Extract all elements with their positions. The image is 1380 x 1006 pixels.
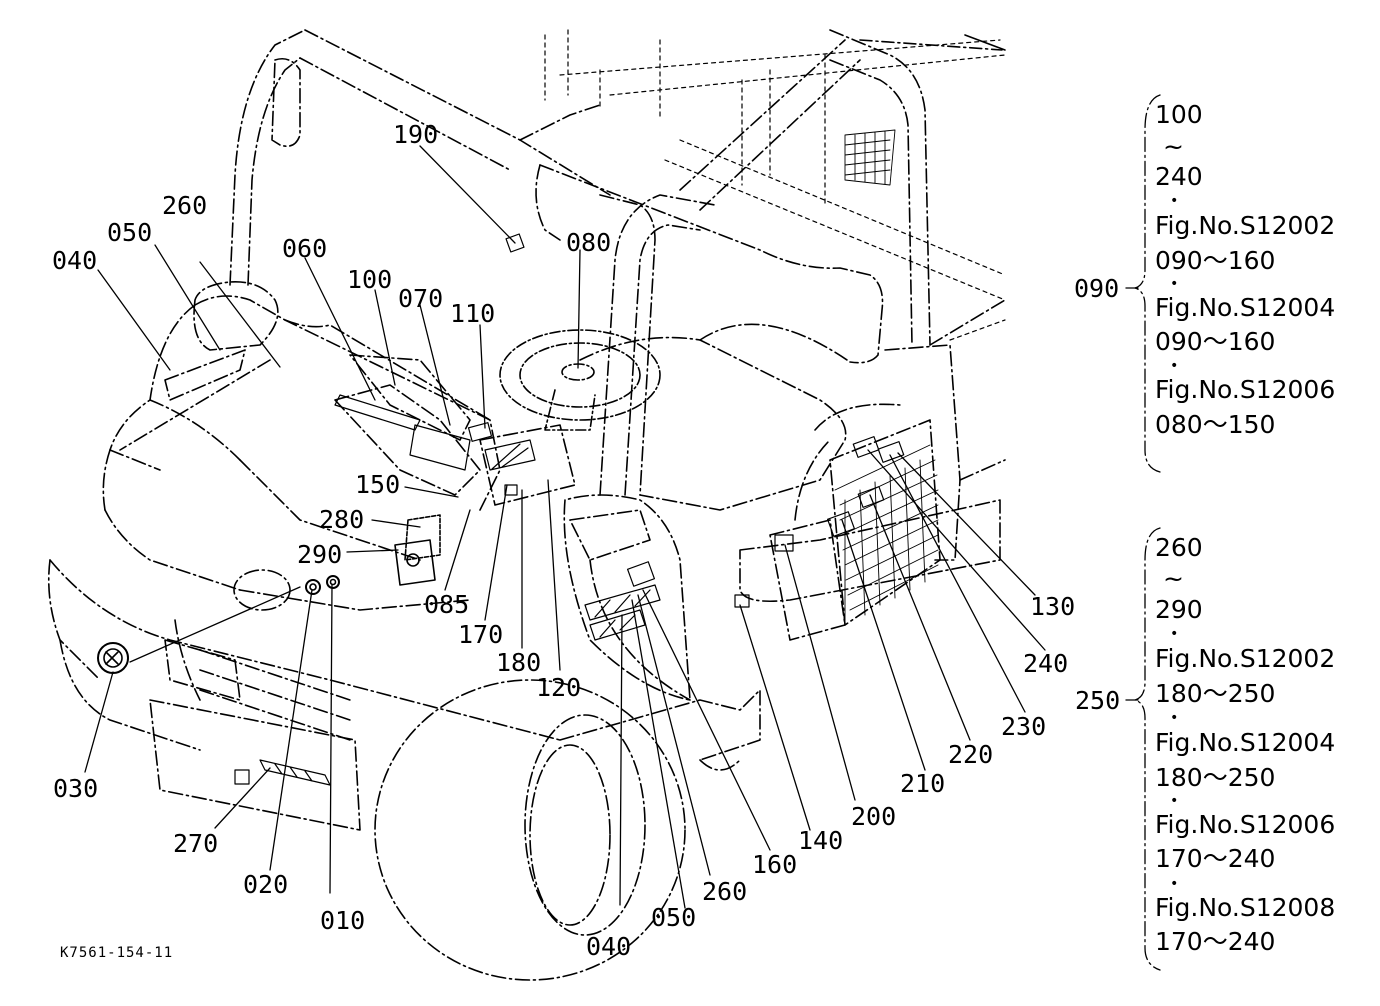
figure-code: K7561-154-11: [60, 945, 174, 961]
callout-030: 030: [53, 774, 99, 803]
callout-050-lower: 050: [651, 903, 697, 932]
group-090-ref-3-fig: Fig.No.S12006: [1155, 375, 1336, 404]
callout-210: 220: [948, 740, 994, 769]
bullet-dot: •: [1170, 793, 1179, 809]
group-250-ref-2-range: 180～250: [1155, 763, 1276, 792]
callout-070: 070: [398, 284, 444, 313]
callout-220: 240: [1023, 649, 1069, 678]
group-250-ref-3-fig: Fig.No.S12006: [1155, 810, 1336, 839]
group-250-ref-3-range: 170～240: [1155, 844, 1276, 873]
callout-290: 230: [1001, 712, 1047, 741]
group-250-id: 250: [1075, 686, 1121, 715]
group-250-ref-1-fig: Fig.No.S12002: [1155, 644, 1336, 673]
group-090-ref-1-fig: Fig.No.S12002: [1155, 211, 1336, 240]
group-250-ref-2-fig: Fig.No.S12004: [1155, 728, 1336, 757]
bullet-dot: •: [1170, 358, 1179, 374]
bullet-dot: •: [1170, 193, 1179, 209]
callout-120: 120: [536, 673, 582, 702]
callout-100: 100: [347, 265, 393, 294]
callout-040-lower: 040: [586, 932, 632, 961]
callout-230: 130: [1030, 592, 1076, 621]
callout-040: 040: [52, 246, 98, 275]
bullet-dot: •: [1170, 876, 1179, 892]
callout-180: 180: [496, 648, 542, 677]
group-250-range-to: 290: [1155, 595, 1203, 624]
callout-010: 010: [320, 906, 366, 935]
callout-080: 080: [566, 228, 612, 257]
callout-060: 060: [282, 234, 328, 263]
group-090-ref-3-range: 080～150: [1155, 410, 1276, 439]
callout-240-lower: 260: [702, 877, 748, 906]
callout-190: 190: [393, 120, 439, 149]
group-090-ref-1-range: 090～160: [1155, 246, 1276, 275]
group-090-range-to: 240: [1155, 162, 1203, 191]
group-090-ref-2-range: 090～160: [1155, 327, 1276, 356]
callout-110: 110: [450, 299, 496, 328]
group-250-ref-4-fig: Fig.No.S12008: [1155, 893, 1336, 922]
callout-270: 280: [319, 505, 365, 534]
callout-085: 085: [424, 590, 470, 619]
callout-140: 140: [798, 826, 844, 855]
group-090-range-from: 100: [1155, 100, 1203, 129]
callout-200: 210: [900, 769, 946, 798]
callout-050: 050: [107, 218, 153, 247]
group-090-ref-2-fig: Fig.No.S12004: [1155, 293, 1336, 322]
bullet-dot: •: [1170, 710, 1179, 726]
bullet-dot: •: [1170, 276, 1179, 292]
group-250-ref-4-range: 170～240: [1155, 927, 1276, 956]
group-090-tilde: ~: [1163, 132, 1184, 161]
callout-020: 020: [243, 870, 289, 899]
callout-160: 200: [851, 802, 897, 831]
callout-150: 160: [752, 850, 798, 879]
bullet-dot: •: [1170, 626, 1179, 642]
group-090-id: 090: [1074, 274, 1120, 303]
callout-280: 290: [297, 540, 343, 569]
group-250-tilde: ~: [1163, 564, 1184, 593]
callout-130: 150: [355, 470, 401, 499]
callout-170: 170: [458, 620, 504, 649]
group-250-range-from: 260: [1155, 533, 1203, 562]
callout-260: 270: [173, 829, 219, 858]
callout-240: 260: [162, 191, 208, 220]
group-250-ref-1-range: 180～250: [1155, 679, 1276, 708]
